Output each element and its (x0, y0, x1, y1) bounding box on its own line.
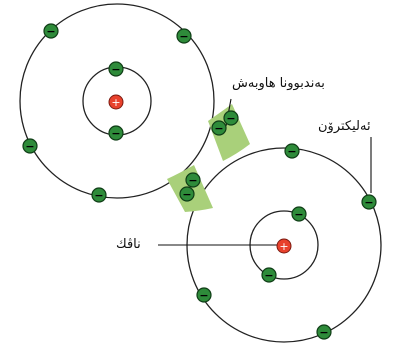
electron-left-outer: − (22, 138, 38, 154)
nucleus-left: + (108, 94, 124, 110)
svg-text:−: − (364, 196, 373, 209)
electron-left-inner: − (108, 125, 124, 141)
electron-label: ئەلیکترۆن (318, 119, 371, 134)
electron-shared: − (223, 110, 239, 126)
svg-text:−: − (179, 30, 188, 43)
svg-text:+: + (279, 240, 288, 253)
electron-left-outer: − (176, 28, 192, 44)
electron-left-inner: − (108, 61, 124, 77)
electron-left-outer: − (91, 187, 107, 203)
svg-text:−: − (226, 112, 235, 125)
svg-text:−: − (294, 208, 303, 221)
electron-right-outer: − (316, 324, 332, 340)
electron-shared: − (185, 172, 201, 188)
svg-text:−: − (214, 122, 223, 135)
svg-text:−: − (264, 269, 273, 282)
svg-text:−: − (111, 63, 120, 76)
svg-text:−: − (94, 189, 103, 202)
shared-region-upper (208, 104, 250, 161)
electron-right-outer: − (284, 143, 300, 159)
nucleus-right: + (276, 238, 292, 254)
svg-text:−: − (319, 326, 328, 339)
electrons: −−−−−−−−−−−−−−−− (22, 23, 377, 340)
svg-text:−: − (46, 25, 55, 38)
electron-shared: − (179, 186, 195, 202)
electron-right-outer: − (361, 194, 377, 210)
svg-text:−: − (188, 174, 197, 187)
svg-text:−: − (287, 145, 296, 158)
electron-shared: − (211, 120, 227, 136)
svg-text:+: + (111, 96, 120, 109)
electron-right-outer: − (196, 287, 212, 303)
nucleus-label: ناڤك (116, 237, 141, 252)
atom-left-outer-shell (19, 3, 215, 199)
svg-text:−: − (111, 127, 120, 140)
svg-text:−: − (25, 140, 34, 153)
shared-bond-label: بەندبوونا هاوبەش (232, 76, 325, 91)
svg-text:−: − (199, 289, 208, 302)
svg-text:−: − (182, 188, 191, 201)
electron-left-outer: − (43, 23, 59, 39)
electron-right-inner: − (291, 206, 307, 222)
electron-right-inner: − (261, 267, 277, 283)
